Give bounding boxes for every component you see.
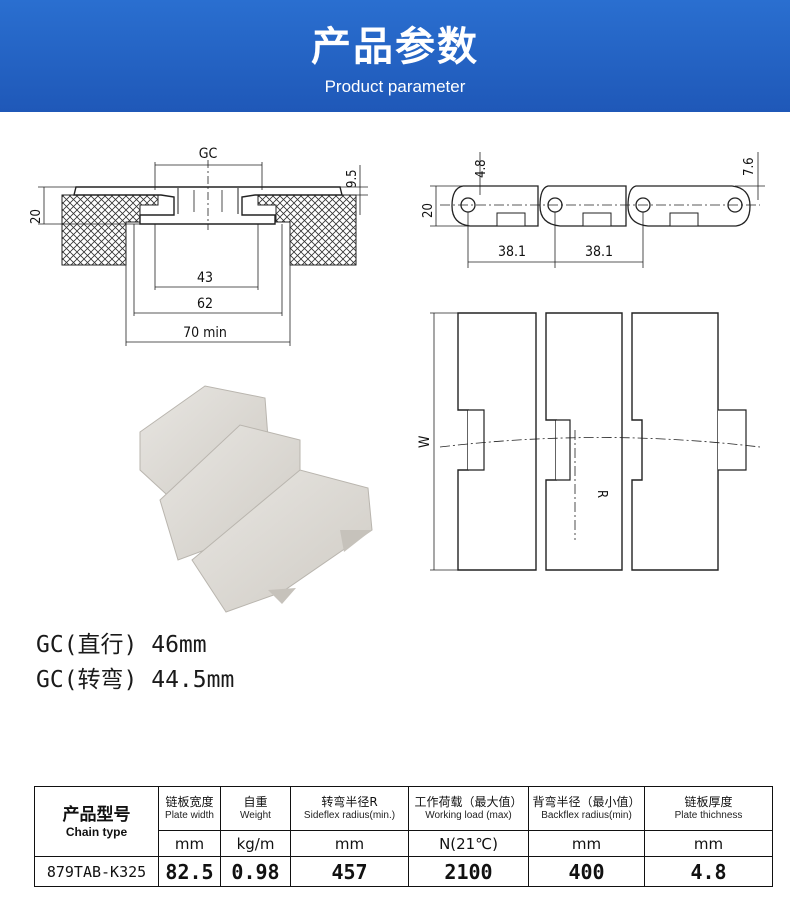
header-en: Backflex radius(min) xyxy=(541,810,632,821)
guide-rail-right xyxy=(257,194,357,266)
header-working-load: 工作荷载（最大值）Working load (max) xyxy=(408,786,529,831)
top-plate-2-tab xyxy=(556,419,571,481)
gc-note-turning: GC(转弯) 44.5mm xyxy=(36,667,235,693)
unit-cell: mm xyxy=(290,830,409,857)
header-cn: 转弯半径R xyxy=(321,795,378,809)
header-en: Weight xyxy=(240,810,271,821)
dim-pitch-1: 38.1 xyxy=(498,244,526,260)
header-cn: 背弯半径（最小值） xyxy=(532,795,641,809)
page-subtitle: Product parameter xyxy=(324,77,466,96)
technical-drawings: GC 9.5 20 43 62 70 min xyxy=(29,146,765,613)
value-working-load: 2100 xyxy=(408,856,529,887)
page-title: 产品参数 xyxy=(311,24,479,70)
cross-section-drawing: GC 9.5 20 43 62 70 min xyxy=(29,146,368,346)
dim-pitch-2: 38.1 xyxy=(585,244,613,260)
header-cn: 链板厚度 xyxy=(684,795,733,809)
header-en: Sideflex radius(min.) xyxy=(303,810,396,821)
header-backflex-radius: 背弯半径（最小值）Backflex radius(min) xyxy=(528,786,645,831)
value-backflex-radius: 400 xyxy=(528,856,645,887)
value-weight: 0.98 xyxy=(220,856,291,887)
dim-43: 43 xyxy=(197,270,213,286)
header-cn: 工作荷载（最大值） xyxy=(414,795,523,809)
guide-rail-left xyxy=(61,194,159,266)
unit-cell: mm xyxy=(158,830,221,857)
header-model-en: Chain type xyxy=(65,824,128,839)
unit-cell: mm xyxy=(528,830,645,857)
header-cn: 自重 xyxy=(243,795,268,809)
dim-9-5: 9.5 xyxy=(345,169,360,188)
model-cell: 879TAB-K325 xyxy=(34,856,159,887)
gc-note-straight: GC(直行) 46mm xyxy=(36,632,207,658)
dim-70-min: 70 min xyxy=(183,325,227,341)
value-plate-width: 82.5 xyxy=(158,856,221,887)
unit-cell: mm xyxy=(644,830,773,857)
product-photo xyxy=(139,385,373,613)
side-view-drawing: 4.8 7.6 20 38.1 38.1 xyxy=(421,152,765,268)
top-plate-1-tab xyxy=(468,409,485,471)
top-plate-3-tab xyxy=(718,409,747,471)
value-plate-thickness: 4.8 xyxy=(644,856,773,887)
table-row: 879TAB-K325 82.5 0.98 457 2100 400 4.8 xyxy=(34,856,773,887)
dim-r: R xyxy=(594,490,609,498)
header-en: Working load (max) xyxy=(425,810,512,821)
unit-cell: N(21℃) xyxy=(408,830,529,857)
side-link-3 xyxy=(627,185,751,227)
header-model: 产品型号 Chain type xyxy=(34,786,159,857)
top-view-drawing: R W xyxy=(417,312,761,571)
dim-62: 62 xyxy=(197,296,213,312)
top-plate-3 xyxy=(631,312,719,571)
header-cn: 链板宽度 xyxy=(165,795,214,809)
unit-cell: kg/m xyxy=(220,830,291,857)
dim-w: W xyxy=(417,435,433,448)
dim-7-6: 7.6 xyxy=(742,157,757,176)
dim-20-left: 20 xyxy=(29,209,44,224)
dim-4-8: 4.8 xyxy=(474,159,489,178)
dim-20-right: 20 xyxy=(421,203,436,218)
top-plate-2 xyxy=(545,312,623,571)
chain-plate-section xyxy=(73,186,343,225)
header-en: Plate thichness xyxy=(674,810,743,821)
value-sideflex-radius: 457 xyxy=(290,856,409,887)
header-en: Plate width xyxy=(165,810,214,821)
header-model-cn: 产品型号 xyxy=(62,804,131,825)
dim-gc: GC xyxy=(199,146,218,162)
header-banner: 产品参数 Product parameter xyxy=(0,0,790,112)
